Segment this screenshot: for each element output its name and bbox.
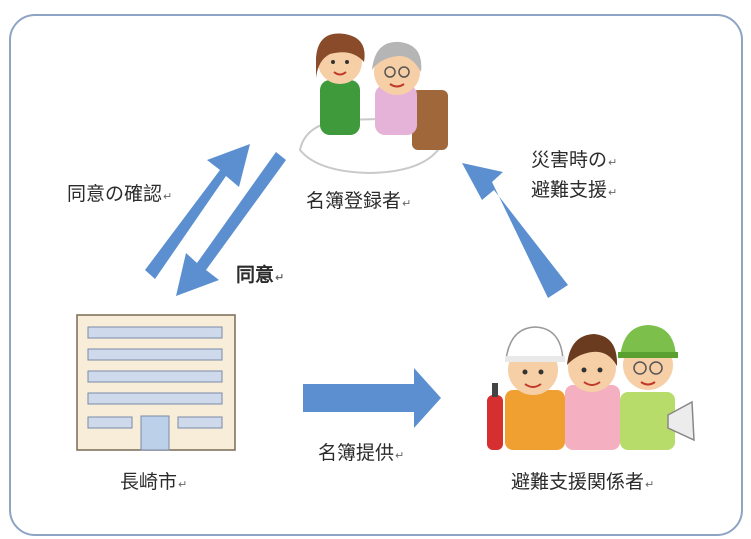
- arrow-disaster-support: [462, 163, 568, 298]
- return-mark: ↵: [608, 186, 618, 199]
- label-registrant: 名簿登録者↵: [306, 186, 411, 213]
- return-mark: ↵: [645, 478, 655, 491]
- return-mark: ↵: [163, 190, 173, 203]
- arrow-consent: [176, 152, 286, 296]
- return-mark: ↵: [402, 197, 412, 210]
- label-disaster-support-2: 避難支援↵: [531, 175, 617, 202]
- label-provide-list: 名簿提供↵: [318, 438, 404, 465]
- consent-text: 同意: [236, 264, 275, 286]
- confirm-consent-text: 同意の確認: [67, 183, 163, 205]
- diagram-frame: [9, 14, 743, 536]
- return-mark: ↵: [395, 449, 405, 462]
- return-mark: ↵: [608, 156, 618, 169]
- supporters-illustration: [487, 325, 695, 450]
- city-text: 長崎市: [120, 471, 178, 493]
- supporters-text: 避難支援関係者: [511, 471, 645, 493]
- label-supporters: 避難支援関係者↵: [511, 467, 654, 494]
- label-confirm-consent: 同意の確認↵: [67, 179, 172, 206]
- registrant-illustration: [298, 33, 448, 175]
- return-mark: ↵: [178, 478, 188, 491]
- disaster-support-text-1: 災害時の: [531, 149, 608, 171]
- label-disaster-support-1: 災害時の↵: [531, 145, 617, 172]
- registrant-text: 名簿登録者: [306, 190, 402, 212]
- return-mark: ↵: [275, 271, 285, 284]
- label-consent: 同意↵: [236, 260, 284, 287]
- label-city: 長崎市↵: [120, 467, 187, 494]
- city-hall-building: [76, 314, 236, 451]
- provide-list-text: 名簿提供: [318, 442, 395, 464]
- arrow-provide-list: [303, 368, 441, 428]
- arrow-confirm-consent: [145, 144, 250, 279]
- disaster-support-text-2: 避難支援: [531, 179, 608, 201]
